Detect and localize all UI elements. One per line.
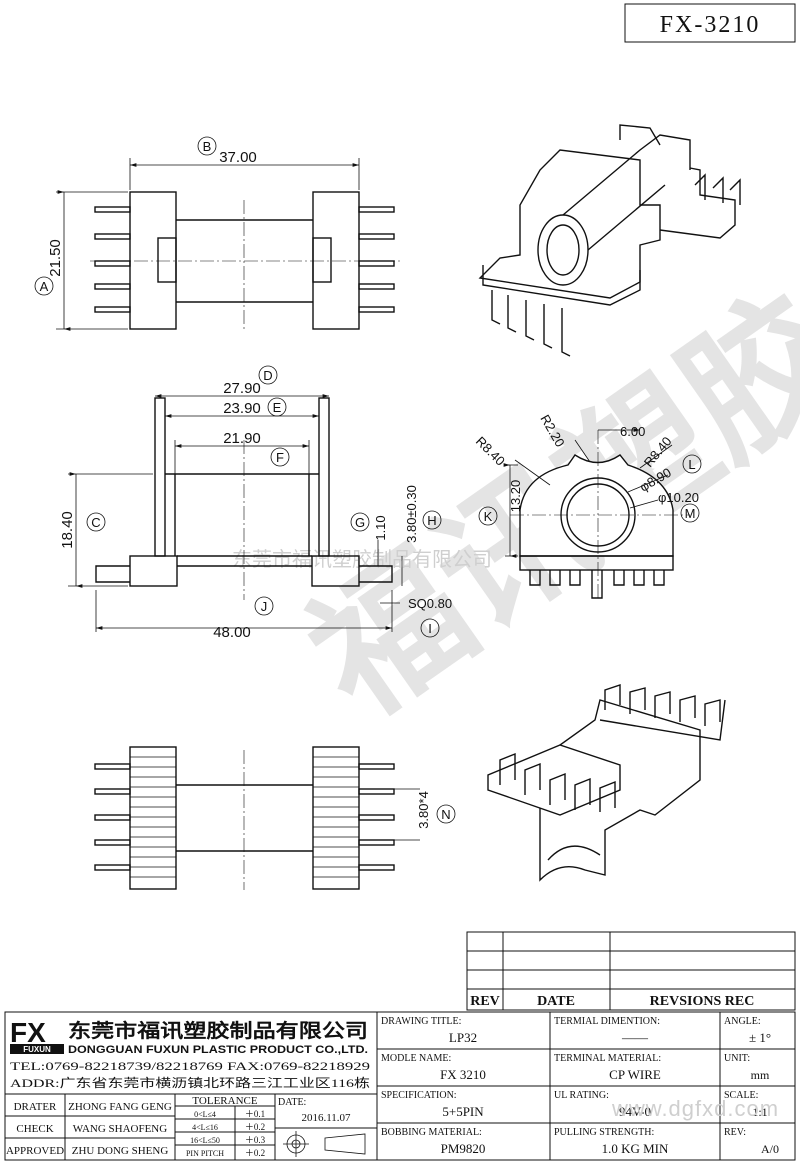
tolerance-tol-3: ＋0.3 [245, 1135, 266, 1145]
dim-K-value: 13.20 [508, 480, 523, 513]
tolerance-tol-2: ＋0.2 [245, 1122, 265, 1132]
rev-header-rec: REVSIONS REC [650, 994, 755, 1009]
angle-label: ANGLE: [724, 1016, 761, 1027]
drawing-title-value: LP32 [449, 1030, 477, 1045]
dim-K-letter: K [484, 509, 493, 524]
dim-A-letter: A [40, 279, 49, 294]
model-name-label: MODLE NAME: [381, 1053, 451, 1064]
dim-M-value: φ10.20 [658, 490, 699, 505]
rev-label: REV: [724, 1127, 746, 1138]
dim-F-letter: F [276, 450, 284, 465]
company-tel: TEL:0769-82218739/82218769 FAX:0769-8221… [10, 1059, 370, 1073]
revision-table: REV DATE REVSIONS REC [466, 931, 796, 1011]
terminal-material-label: TERMINAL MATERIAL: [554, 1053, 661, 1064]
dim-E-value: 23.90 [223, 400, 261, 417]
signoff-name-drater: ZHONG FANG GENG [68, 1101, 172, 1113]
dim-N-letter: N [441, 807, 450, 822]
company-logo-sub: FUXUN [23, 1045, 51, 1054]
tolerance-title: TOLERANCE [192, 1095, 257, 1107]
scale-label: SCALE: [724, 1090, 758, 1101]
bobbing-material-value: PM9820 [441, 1141, 486, 1156]
dim-N-value: 3.80*4 [416, 791, 431, 829]
iso-view-top [478, 124, 741, 357]
dim-G-value: 1.10 [373, 515, 388, 540]
watermark-url: www.dgfxd.com [611, 1096, 779, 1121]
dim-F-value: 21.90 [223, 430, 261, 447]
angle-value: ± 1° [749, 1030, 771, 1045]
bobbing-material-label: BOBBING MATERIAL: [381, 1127, 482, 1138]
dim-6-value: 6.00 [620, 424, 645, 439]
specification-label: SPECIFICATION: [381, 1090, 457, 1101]
signoff-name-approved: ZHU DONG SHENG [72, 1145, 169, 1157]
company-name-en: DONGGUAN FUXUN PLASTIC PRODUCT CO.,LTD. [68, 1044, 368, 1056]
dim-J-value: 48.00 [213, 624, 251, 641]
model-code-title: FX-3210 [660, 12, 761, 38]
rev-header-date: DATE [537, 994, 575, 1009]
tolerance-range-4: PIN PITCH [186, 1149, 224, 1158]
pulling-strength-value: 1.0 KG MIN [602, 1141, 669, 1156]
signoff-name-check: WANG SHAOFENG [73, 1123, 167, 1135]
dim-D-letter: D [263, 368, 272, 383]
header-box: FX-3210 [624, 3, 796, 43]
terminal-dimension-value: —— [621, 1030, 649, 1045]
dim-B-letter: B [203, 139, 212, 154]
terminal-material-value: CP WIRE [609, 1067, 661, 1082]
unit-value: mm [751, 1068, 770, 1082]
bottom-view: 3.80*4 N [94, 746, 456, 890]
front-view: 27.90 D 23.90 E 21.90 F 18.40 C 1.10 G 3… [59, 365, 452, 641]
dim-J-letter: J [261, 599, 268, 614]
side-view: 13.20 K R8.40 R2.20 6.00 R8.40 φ8.90 L φ… [473, 412, 702, 600]
specification-value: 5+5PIN [442, 1104, 484, 1119]
dim-G-letter: G [355, 515, 365, 530]
dim-D-value: 27.90 [223, 380, 261, 397]
drawing-title-label: DRAWING TITLE: [381, 1016, 461, 1027]
tolerance-range-1: 0<L≤4 [194, 1110, 216, 1119]
scale-value: 1:1 [752, 1105, 767, 1119]
dim-L-letter: L [688, 457, 695, 472]
iso-view-bottom [487, 684, 726, 882]
terminal-dimension-label: TERMIAL DIMENTION: [554, 1016, 660, 1027]
tolerance-tol-1: ＋0.1 [245, 1109, 265, 1119]
dim-C-value: 18.40 [59, 511, 76, 549]
dim-H-value: 3.80±0.30 [404, 485, 419, 543]
watermark-company-line: 东莞市福讯塑胶制品有限公司 [232, 548, 492, 571]
tolerance-tol-4: ＋0.2 [245, 1148, 265, 1158]
dim-B-value: 37.00 [219, 149, 257, 166]
signoff-role-check: CHECK [16, 1123, 53, 1135]
ul-rating-label: UL RATING: [554, 1090, 609, 1101]
company-name-cn: 东莞市福讯塑胶制品有限公司 [68, 1019, 368, 1042]
dim-A-value: 21.50 [47, 239, 64, 277]
tolerance-range-3: 16<L≤50 [190, 1136, 220, 1145]
company-logo: FX [10, 1017, 46, 1048]
unit-label: UNIT: [724, 1053, 750, 1064]
tolerance-range-2: 4<L≤16 [192, 1123, 218, 1132]
pulling-strength-label: PULLING STRENGTH: [554, 1127, 654, 1138]
dim-C-letter: C [91, 515, 100, 530]
title-block: FX FUXUN 东莞市福讯塑胶制品有限公司 DONGGUAN FUXUN PL… [4, 1011, 796, 1161]
dim-I-value: SQ0.80 [408, 596, 452, 611]
date-label: DATE: [278, 1097, 306, 1108]
dim-E-letter: E [273, 400, 282, 415]
dim-H-letter: H [427, 513, 436, 528]
ul-rating-value: 94V-0 [619, 1104, 651, 1119]
signoff-role-drater: DRATER [14, 1101, 57, 1113]
rev-value: A/0 [761, 1142, 779, 1156]
rev-header-rev: REV [470, 994, 500, 1009]
model-name-value: FX 3210 [440, 1067, 486, 1082]
date-value: 2016.11.07 [301, 1112, 351, 1124]
company-addr: ADDR:广东省东莞市横沥镇北环路三江工业区116栋 [10, 1075, 370, 1090]
projection-symbol-icon [283, 1131, 366, 1157]
signoff-role-approved: APPROVED [6, 1145, 64, 1157]
dim-I-letter: I [428, 621, 432, 636]
dim-M-letter: M [685, 506, 696, 521]
top-view: 37.00 B 21.50 A [34, 136, 400, 331]
